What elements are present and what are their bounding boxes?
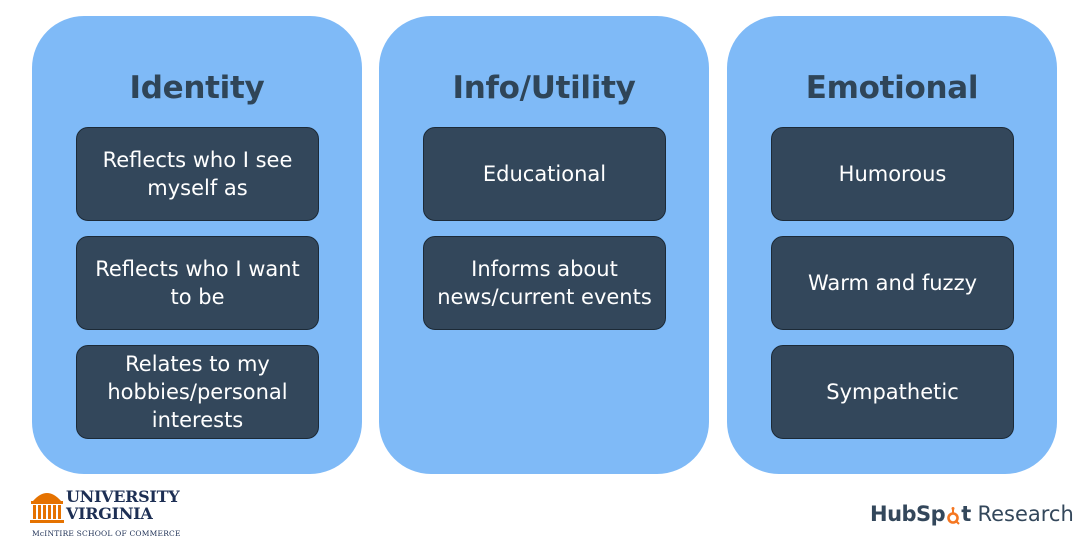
card-item: Educational [423, 127, 666, 221]
card-item: Relates to my hobbies/personal interests [76, 345, 319, 439]
uva-line1: UNIVERSITY [66, 487, 180, 506]
column-info-utility: Info/Utility Educational Informs about n… [379, 16, 709, 474]
card-item: Informs about news/current events [423, 236, 666, 330]
uva-line2: VIRGINIA [66, 504, 153, 523]
card-label: Reflects who I see myself as [102, 148, 293, 200]
hubspot-product: Research [977, 502, 1074, 526]
card-label: Sympathetic [826, 380, 959, 404]
card-item: Reflects who I see myself as [76, 127, 319, 221]
card-label: Humorous [838, 162, 947, 186]
column-title: Info/Utility [452, 70, 636, 106]
card-item: Humorous [771, 127, 1014, 221]
rotunda-icon [30, 493, 64, 523]
card-label: Informs about news/current events [437, 257, 652, 309]
card-item: Reflects who I want to be [76, 236, 319, 330]
column-emotional: Emotional Humorous Warm and fuzzy Sympat… [727, 16, 1057, 474]
card-label: Reflects who I want to be [95, 257, 300, 309]
card-label: Warm and fuzzy [807, 271, 978, 295]
hubspot-brand-a: HubSp [870, 502, 946, 526]
card-item: Warm and fuzzy [771, 236, 1014, 330]
uva-logo: UNIVERSITY VIRGINIA McINTIRE SCHOOL OF C… [30, 487, 180, 543]
column-title: Emotional [805, 70, 979, 106]
card-label: Educational [482, 162, 607, 186]
card-label: Relates to my hobbies/personal interests [107, 352, 288, 432]
column-identity: Identity Reflects who I see myself as Re… [32, 16, 362, 474]
column-title: Identity [129, 70, 265, 106]
card-item: Sympathetic [771, 345, 1014, 439]
hubspot-brand-b: t [961, 502, 971, 526]
uva-line3: McINTIRE SCHOOL OF COMMERCE [32, 529, 181, 538]
